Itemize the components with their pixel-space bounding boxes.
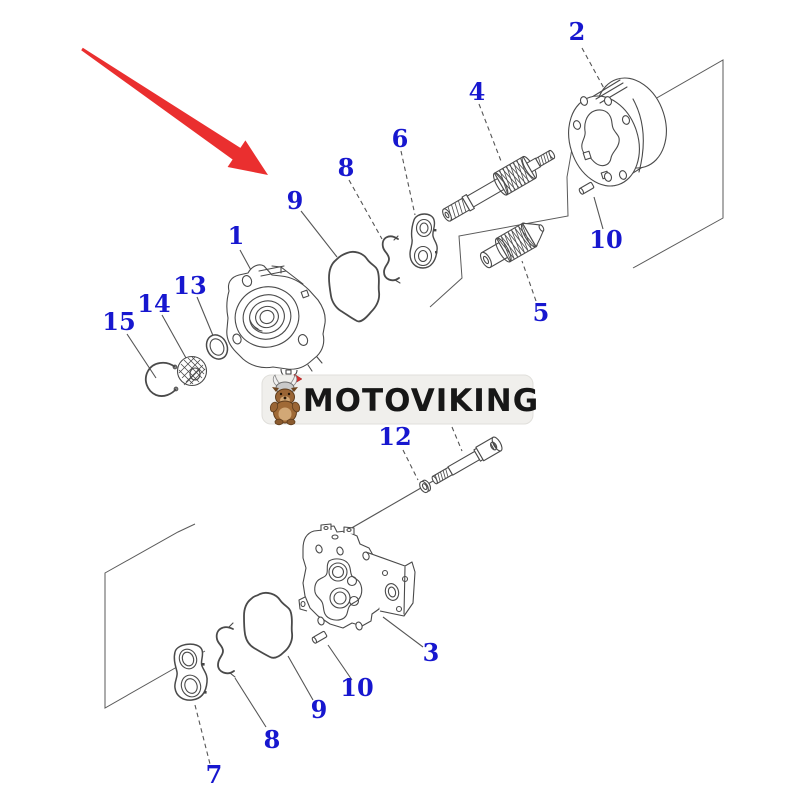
red-arrow-icon xyxy=(81,47,268,175)
part-rear-cover xyxy=(568,77,667,187)
callout-12: 12 xyxy=(378,422,411,451)
leader-10-bottom xyxy=(327,644,353,681)
leader-6 xyxy=(400,150,416,216)
leader-13 xyxy=(196,296,215,339)
callout-8-top: 8 xyxy=(338,153,355,182)
callout-10-bottom: 10 xyxy=(340,673,373,702)
callout-8-bottom: 8 xyxy=(264,725,281,754)
leader-lines xyxy=(126,47,607,765)
part-drive-shaft xyxy=(442,149,556,222)
leader-14 xyxy=(161,314,187,359)
boundary-sheet-bottom-left xyxy=(104,523,206,709)
part-bolt xyxy=(431,436,503,485)
part-washer-13 xyxy=(205,334,229,360)
part-bearing-14 xyxy=(176,355,208,387)
callout-10-top: 10 xyxy=(589,225,622,254)
watermark-text: MOTOVIKING xyxy=(303,383,539,419)
part-gasket-top xyxy=(328,250,381,323)
part-bearing-block-top xyxy=(409,213,438,269)
callout-14: 14 xyxy=(137,289,170,318)
callout-2: 2 xyxy=(569,17,586,46)
callout-9-bottom: 9 xyxy=(311,695,328,724)
leader-10-top xyxy=(593,196,604,230)
leader-9-top xyxy=(300,210,338,258)
leader-15 xyxy=(126,333,157,379)
part-pin-top xyxy=(578,181,595,195)
part-driven-gear xyxy=(479,222,545,269)
leader-8-top xyxy=(348,179,383,240)
callout-13: 13 xyxy=(173,271,206,300)
part-washer-12 xyxy=(419,479,432,494)
part-pin-bottom xyxy=(311,630,328,644)
callout-3: 3 xyxy=(423,638,440,667)
callout-6: 6 xyxy=(392,124,409,153)
leader-1 xyxy=(239,249,253,273)
part-front-housing xyxy=(226,264,326,378)
callout-labels: 1 2 3 4 5 6 7 8 8 9 9 10 10 12 13 14 15 xyxy=(102,17,622,789)
leader-3 xyxy=(382,616,424,648)
leader-12 xyxy=(402,449,419,481)
leader-5 xyxy=(521,260,537,302)
part-snap-ring-15 xyxy=(144,361,179,397)
leader-4 xyxy=(478,103,502,162)
callout-9-top: 9 xyxy=(287,186,304,215)
part-bearing-block-bottom xyxy=(173,643,208,701)
callout-1: 1 xyxy=(228,221,245,250)
viking-dog-mascot-icon xyxy=(269,373,303,426)
callout-7: 7 xyxy=(206,760,223,789)
callout-15: 15 xyxy=(102,307,135,336)
watermark-bar xyxy=(261,374,534,425)
watermark-logo: MOTOVIKING xyxy=(261,373,539,426)
leader-7 xyxy=(194,704,211,765)
callout-5: 5 xyxy=(533,298,550,327)
leader-bolt-hidden xyxy=(451,426,463,452)
spline-hatching xyxy=(497,224,536,261)
part-gear-housing xyxy=(298,523,416,631)
callout-4: 4 xyxy=(469,77,486,106)
leader-2 xyxy=(581,47,607,93)
part-gasket-bottom xyxy=(243,591,294,659)
leader-8-bottom xyxy=(234,677,267,728)
boundary-sheet-top-right xyxy=(429,59,724,308)
part-snap-ring-top xyxy=(381,235,401,284)
part-snap-ring-bottom xyxy=(215,622,236,678)
leader-9-bottom xyxy=(287,655,314,701)
